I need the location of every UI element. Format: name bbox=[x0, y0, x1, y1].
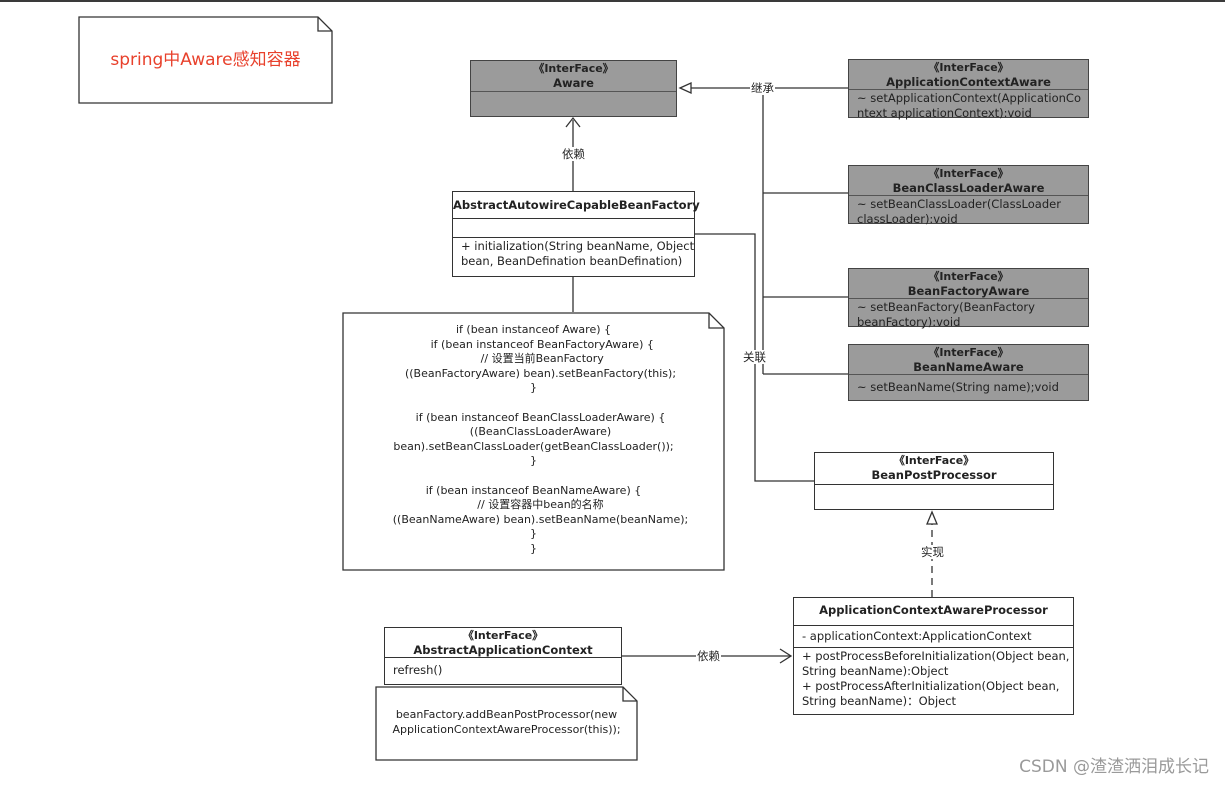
label-implement: 实现 bbox=[920, 545, 945, 559]
class-bean-factory-aware[interactable]: 《InterFace》 BeanFactoryAware ~ setBeanFa… bbox=[848, 268, 1089, 329]
class-abstract-application-context[interactable]: 《InterFace》 AbstractApplicationContext r… bbox=[384, 627, 622, 685]
code-note: if (bean instanceof Aware) { if (bean in… bbox=[342, 312, 725, 571]
processor-name: ApplicationContextAwareProcessor bbox=[819, 603, 1048, 617]
refresh-note: beanFactory.addBeanPostProcessor(new App… bbox=[375, 686, 638, 761]
bpp-stereotype: 《InterFace》 bbox=[893, 454, 975, 467]
depend-arrow-aware bbox=[565, 116, 581, 128]
aware-stereotype: 《InterFace》 bbox=[533, 62, 614, 75]
label-depend-processor: 依赖 bbox=[696, 649, 721, 663]
name-aware-stereotype: 《InterFace》 bbox=[928, 346, 1009, 359]
classloader-aware-stereotype: 《InterFace》 bbox=[928, 167, 1009, 180]
depend-arrow-processor bbox=[779, 648, 793, 664]
classloader-aware-name: BeanClassLoaderAware bbox=[892, 181, 1045, 195]
title-note: spring中Aware感知容器 bbox=[78, 16, 333, 104]
implement-arrowhead bbox=[926, 510, 938, 525]
title-text: spring中Aware感知容器 bbox=[110, 50, 301, 70]
classloader-aware-method: ~ setBeanClassLoader(ClassLoader classLo… bbox=[857, 197, 1061, 226]
class-bean-post-processor[interactable]: 《InterFace》 BeanPostProcessor bbox=[814, 452, 1054, 510]
ctx-stereotype: 《InterFace》 bbox=[462, 629, 544, 642]
abstract-factory-name: AbstractAutowireCapableBeanFactory bbox=[453, 198, 700, 212]
class-aware[interactable]: 《InterFace》 Aware bbox=[470, 60, 677, 117]
bpp-name: BeanPostProcessor bbox=[871, 468, 997, 482]
factory-aware-stereotype: 《InterFace》 bbox=[928, 270, 1009, 283]
top-border bbox=[0, 0, 1225, 2]
factory-aware-name: BeanFactoryAware bbox=[907, 284, 1030, 298]
ctx-name: AbstractApplicationContext bbox=[413, 643, 593, 657]
appctx-aware-name: ApplicationContextAware bbox=[886, 75, 1051, 89]
csdn-watermark: CSDN @渣渣洒泪成长记 bbox=[1019, 757, 1209, 777]
class-abstract-autowire-capable-bean-factory[interactable]: AbstractAutowireCapableBeanFactory + ini… bbox=[452, 191, 700, 277]
class-application-context-aware[interactable]: 《InterFace》 ApplicationContextAware ~ se… bbox=[848, 59, 1089, 120]
class-application-context-aware-processor[interactable]: ApplicationContextAwareProcessor - appli… bbox=[793, 597, 1074, 715]
factory-aware-method: ~ setBeanFactory(BeanFactory beanFactory… bbox=[857, 300, 1035, 329]
processor-methods: + postProcessBeforeInitialization(Object… bbox=[802, 649, 1070, 708]
name-aware-method: ~ setBeanName(String name);void bbox=[857, 380, 1059, 394]
ctx-method: refresh() bbox=[393, 663, 443, 677]
label-assoc: 关联 bbox=[742, 350, 767, 364]
code-note-text: if (bean instanceof Aware) { if (bean in… bbox=[392, 323, 689, 555]
inherit-arrowhead bbox=[678, 81, 692, 95]
processor-field: - applicationContext:ApplicationContext bbox=[802, 629, 1032, 643]
name-aware-name: BeanNameAware bbox=[913, 360, 1024, 374]
label-depend-aware: 依赖 bbox=[561, 147, 586, 161]
refresh-note-text: beanFactory.addBeanPostProcessor(new App… bbox=[392, 708, 621, 736]
class-bean-name-aware[interactable]: 《InterFace》 BeanNameAware ~ setBeanName(… bbox=[848, 344, 1089, 401]
appctx-aware-stereotype: 《InterFace》 bbox=[928, 61, 1009, 74]
abstract-factory-method: + initialization(String beanName, Object… bbox=[461, 239, 695, 268]
appctx-aware-method: ~ setApplicationContext(ApplicationCo nt… bbox=[857, 91, 1081, 120]
label-inherit: 继承 bbox=[750, 81, 775, 95]
aware-name: Aware bbox=[553, 76, 594, 90]
class-bean-classloader-aware[interactable]: 《InterFace》 BeanClassLoaderAware ~ setBe… bbox=[848, 165, 1089, 226]
